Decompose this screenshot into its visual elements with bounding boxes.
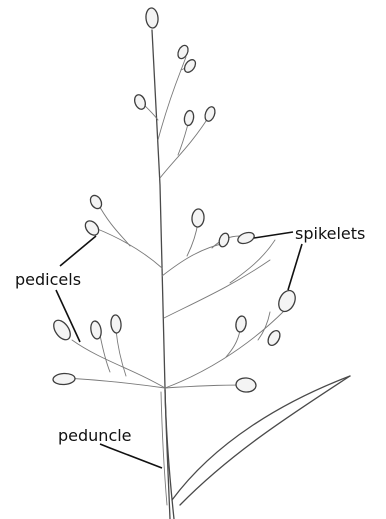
label-spikelets: spikelets	[295, 224, 365, 243]
spikelet	[235, 315, 248, 332]
spikelet	[236, 230, 255, 245]
spikelet	[235, 377, 256, 393]
lower-branches	[66, 240, 285, 388]
spikelet	[90, 320, 103, 339]
spikelet	[110, 315, 122, 334]
leaf-blade	[172, 376, 350, 505]
spikelet	[176, 44, 190, 60]
spikelet	[133, 93, 148, 111]
peduncle-leader	[100, 444, 162, 468]
pedicels-leader-upper	[60, 236, 96, 266]
spikelet	[266, 329, 283, 348]
label-pedicels: pedicels	[15, 270, 81, 289]
middle-branches	[95, 202, 240, 276]
spikelet	[191, 209, 205, 228]
spikelets-leader-lower	[288, 244, 302, 290]
label-peduncle: peduncle	[58, 426, 132, 445]
spikelet	[217, 232, 230, 248]
spikelet	[88, 193, 104, 210]
spikelet	[183, 110, 194, 126]
spikelet	[53, 373, 76, 385]
spikelet	[145, 8, 159, 29]
spikelets-leader-upper	[254, 232, 293, 238]
spikelet	[203, 105, 217, 122]
spikelet	[276, 288, 299, 314]
main-stem	[152, 30, 174, 519]
upper-branches	[141, 57, 208, 178]
spikelet	[83, 218, 102, 237]
